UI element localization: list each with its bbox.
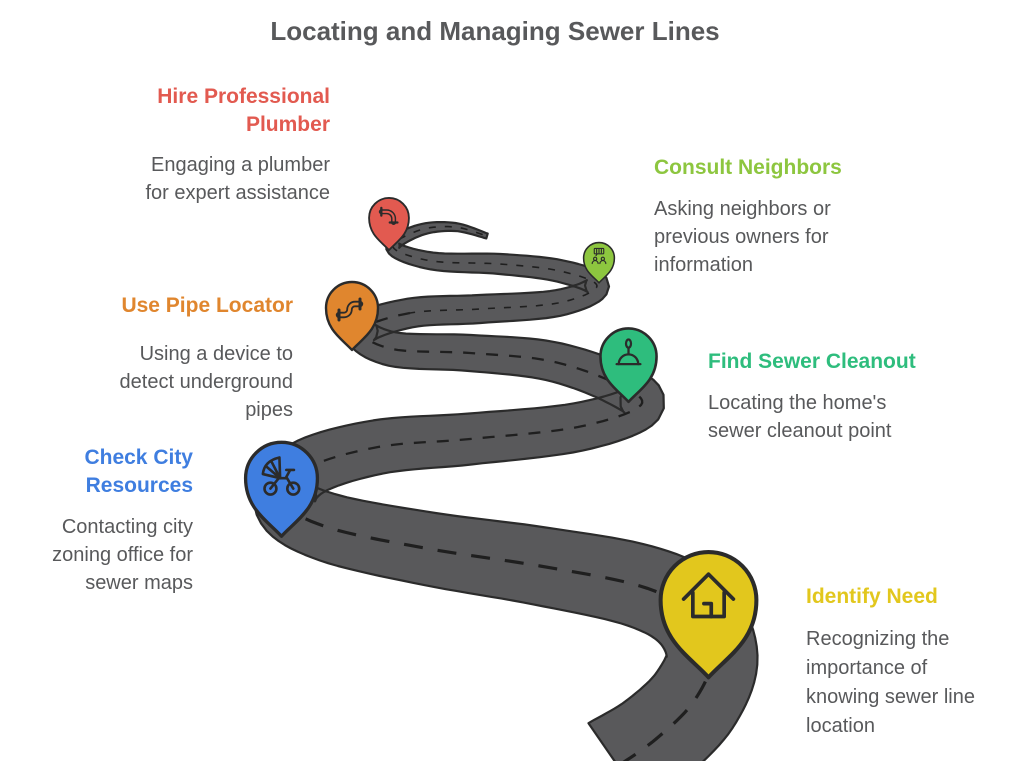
road-surface (253, 221, 759, 761)
pin-hire-professional-plumber (368, 197, 410, 252)
step-description-identify-need: Recognizing the importance of knowing se… (806, 628, 975, 737)
step-label-hire-professional-plumber: Hire Professional Plumber (157, 85, 330, 136)
pin-body (582, 241, 616, 284)
pin-find-sewer-cleanout (599, 327, 658, 404)
pin-use-pipe-locator (324, 280, 380, 352)
step-description-hire-professional-plumber: Engaging a plumber for expert assistance (145, 154, 330, 204)
pin-consult-neighbors (582, 241, 616, 284)
pin-body (368, 197, 410, 252)
road-center-dashes (305, 311, 644, 471)
house-icon (681, 572, 736, 619)
pin-body (243, 440, 320, 538)
step-label-identify-need: Identify Need (806, 585, 938, 608)
step-description-check-city-resources: Contacting city zoning office for sewer … (52, 516, 193, 594)
rickshaw-icon (261, 456, 301, 496)
neighbors-chat-icon (591, 247, 607, 265)
s-pipe-icon (335, 297, 364, 322)
step-label-check-city-resources: Check City Resources (84, 446, 193, 497)
road-center-dashes (283, 467, 714, 761)
pin-body (324, 280, 380, 352)
page-title: Locating and Managing Sewer Lines (270, 16, 720, 46)
plunger-icon (615, 338, 642, 366)
step-label-consult-neighbors: Consult Neighbors (654, 156, 842, 179)
road-center-dashes (392, 225, 598, 314)
step-description-find-sewer-cleanout: Locating the home's sewer cleanout point (708, 392, 892, 442)
bent-pipe-icon (378, 206, 399, 226)
step-label-use-pipe-locator: Use Pipe Locator (121, 294, 293, 317)
pin-check-city-resources (243, 440, 320, 538)
step-description-consult-neighbors: Asking neighbors or previous owners for … (654, 198, 831, 276)
step-label-find-sewer-cleanout: Find Sewer Cleanout (708, 350, 916, 373)
step-description-use-pipe-locator: Using a device to detect underground pip… (119, 343, 293, 421)
pin-body (658, 550, 759, 680)
pin-identify-need (658, 550, 759, 680)
